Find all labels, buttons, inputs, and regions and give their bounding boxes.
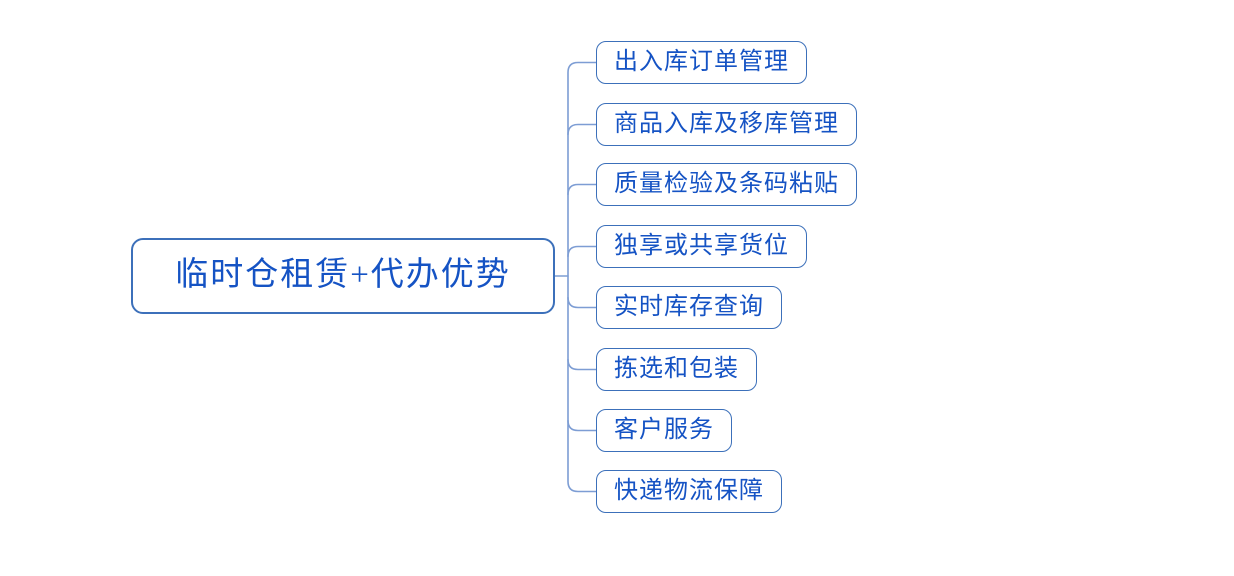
child-node-7[interactable]: 客户服务	[596, 409, 732, 452]
child-node-1[interactable]: 出入库订单管理	[596, 41, 807, 84]
child-node-label: 独享或共享货位	[614, 232, 789, 259]
root-node-label: 临时仓租赁+代办优势	[175, 256, 511, 293]
root-node[interactable]: 临时仓租赁+代办优势	[131, 238, 555, 314]
child-node-label: 商品入库及移库管理	[614, 110, 839, 137]
child-node-label: 拣选和包装	[614, 355, 739, 382]
child-node-label: 客户服务	[614, 416, 714, 443]
child-node-4[interactable]: 独享或共享货位	[596, 225, 807, 268]
child-node-8[interactable]: 快递物流保障	[596, 470, 782, 513]
child-node-3[interactable]: 质量检验及条码粘贴	[596, 163, 857, 206]
child-node-label: 实时库存查询	[614, 293, 764, 320]
child-node-label: 质量检验及条码粘贴	[614, 170, 839, 197]
child-node-label: 快递物流保障	[614, 477, 764, 504]
child-node-5[interactable]: 实时库存查询	[596, 286, 782, 329]
child-node-label: 出入库订单管理	[614, 48, 789, 75]
child-node-2[interactable]: 商品入库及移库管理	[596, 103, 857, 146]
child-node-6[interactable]: 拣选和包装	[596, 348, 757, 391]
